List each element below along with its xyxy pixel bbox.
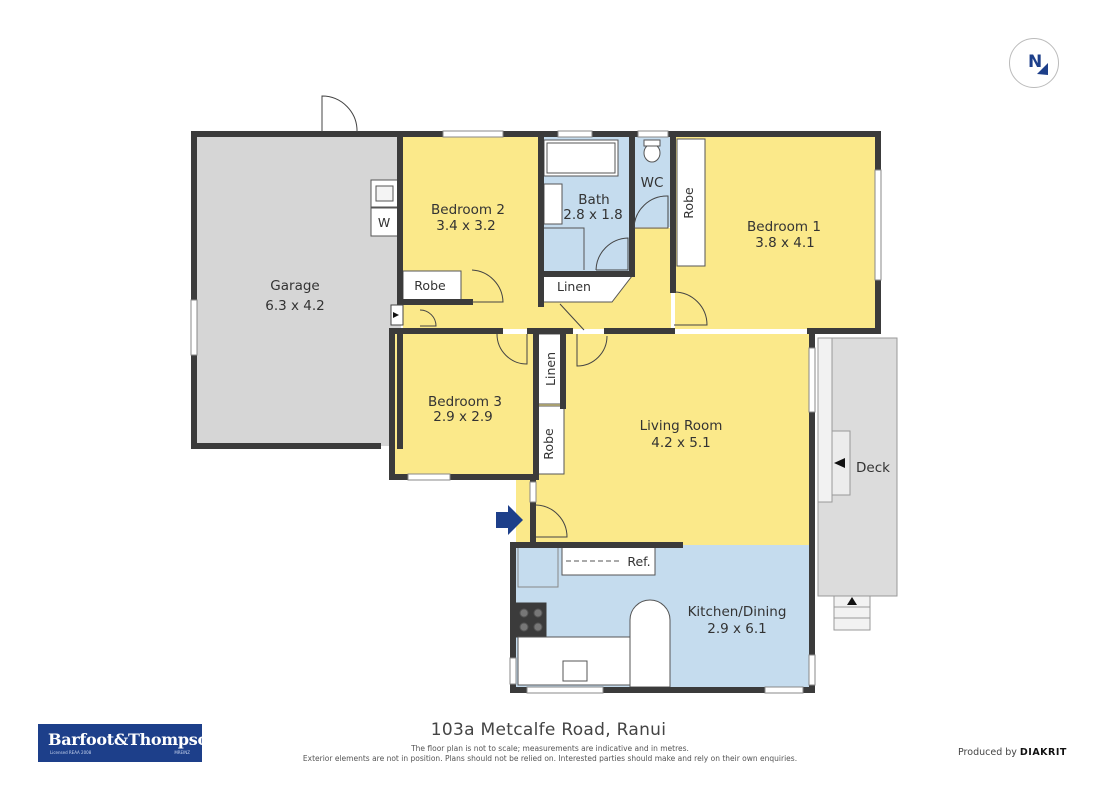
room-dims-bedroom1: 3.8 x 4.1 (755, 235, 815, 251)
room-dims-bedroom3: 2.9 x 2.9 (433, 409, 493, 425)
bedroom3-floor (395, 334, 534, 475)
room-name-garage: Garage (270, 278, 319, 294)
deck-steps (833, 595, 871, 631)
entry-arrow-icon (496, 505, 523, 535)
room-name-bath: Bath (578, 192, 609, 208)
label-robe-bedroom3: Robe (541, 428, 556, 460)
brand-license: Licensed REAA 2008 (50, 750, 92, 755)
label-wc: WC (641, 175, 664, 191)
room-name-kitchen: Kitchen/Dining (688, 604, 787, 620)
room-name-living: Living Room (640, 418, 723, 434)
room-labels: Garage 6.3 x 4.2 Bedroom 2 3.4 x 3.2 Bat… (265, 175, 890, 637)
room-dims-living: 4.2 x 5.1 (651, 435, 711, 451)
room-dims-kitchen: 2.9 x 6.1 (707, 621, 767, 637)
room-name-bedroom3: Bedroom 3 (428, 394, 502, 410)
compass-arrow-icon (1037, 63, 1048, 75)
label-deck: Deck (856, 460, 890, 476)
deck-step-arrow-icon (834, 458, 845, 468)
bedroom1-floor (675, 137, 875, 329)
label-robe-bedroom1: Robe (681, 187, 696, 219)
brand-name: Barfoot&Thompson (48, 730, 202, 749)
room-name-bedroom1: Bedroom 1 (747, 219, 821, 235)
room-name-bedroom2: Bedroom 2 (431, 202, 505, 218)
label-robe-bedroom2: Robe (414, 278, 446, 293)
brand-stripe (38, 759, 202, 762)
door-swings (321, 95, 708, 538)
living-floor (516, 334, 810, 545)
deck-stairs-arrow-icon (847, 597, 857, 605)
brand-sub: MREINZ (174, 750, 190, 755)
property-address: 103a Metcalfe Road, Ranui (430, 720, 667, 740)
disclaimer-line-2: Exterior elements are not in position. P… (302, 754, 798, 763)
produced-by-label: Produced by (958, 747, 1017, 758)
windows (190, 130, 882, 694)
label-w: W (378, 215, 390, 230)
room-dims-bath: 2.8 x 1.8 (563, 207, 623, 223)
compass-label: N (1028, 52, 1043, 72)
label-ref: Ref. (627, 554, 650, 569)
deck (817, 337, 898, 631)
garage-door-arrow-icon (393, 312, 399, 318)
producer-name: DIAKRIT (1019, 747, 1067, 758)
label-linen-vertical: Linen (543, 352, 558, 386)
room-dims-garage: 6.3 x 4.2 (265, 298, 325, 314)
disclaimer-line-1: The floor plan is not to scale; measurem… (411, 744, 689, 753)
fixtures (370, 138, 706, 688)
barfoot-thompson-logo: Barfoot&Thompson Licensed REAA 2008 MREI… (38, 724, 202, 762)
room-dims-bedroom2: 3.4 x 3.2 (436, 218, 496, 234)
label-linen-hall: Linen (557, 279, 591, 294)
garage-floor (197, 137, 401, 446)
disclaimer: The floor plan is not to scale; measurem… (250, 744, 850, 764)
north-compass-icon: N (1009, 38, 1059, 88)
